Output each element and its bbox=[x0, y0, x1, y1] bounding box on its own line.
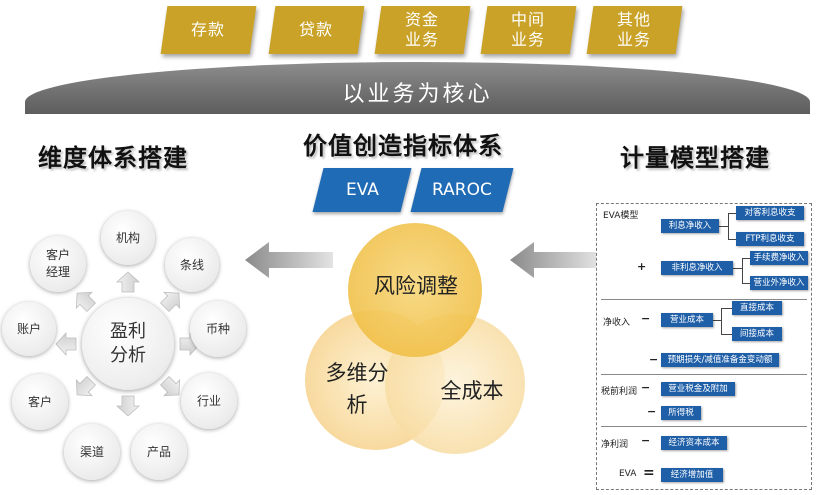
minus-sign-2: − bbox=[649, 353, 659, 366]
right-section-title: 计量模型搭建 bbox=[620, 143, 770, 172]
dimension-circle-channel: 渠道 bbox=[64, 424, 120, 480]
arrow-downleft-icon bbox=[75, 375, 97, 397]
minus-sign-3: − bbox=[641, 381, 651, 394]
eva-result-label: EVA bbox=[619, 469, 637, 479]
arrow-upleft-icon bbox=[75, 291, 97, 313]
venn-label-multidim: 多维分 析 bbox=[325, 361, 389, 417]
business-block-label: 贷款 bbox=[299, 20, 334, 39]
eva-model-label: EVA模型 bbox=[603, 211, 639, 221]
venn-diagram bbox=[305, 223, 525, 454]
left-arrow-icon bbox=[245, 242, 333, 278]
business-block-label: 中间 业务 bbox=[511, 10, 546, 49]
dimension-circle-currency: 币种 bbox=[190, 301, 246, 357]
pretax-profit-label: 税前利润 bbox=[601, 387, 638, 397]
business-block-funds: 资金 业务 bbox=[374, 6, 471, 54]
tag-eva-label: EVA bbox=[345, 180, 379, 200]
business-block-loan: 贷款 bbox=[268, 6, 365, 54]
dimension-circle-account-manager: 客户 经理 bbox=[30, 236, 86, 292]
expected-loss-box: 预期损失/减值准备金变动额 bbox=[661, 353, 779, 367]
dimension-circle-line: 条线 bbox=[165, 238, 219, 292]
operating-cost-box: 营业成本 bbox=[661, 313, 713, 327]
equals-sign: = bbox=[643, 465, 655, 481]
dimension-circle-industry: 行业 bbox=[181, 373, 237, 429]
business-block-label: 其他 业务 bbox=[617, 10, 652, 49]
dimension-circle-customer: 客户 bbox=[12, 374, 68, 430]
minus-sign-5: − bbox=[641, 434, 651, 447]
non-operating-income-box: 营业外净收入 bbox=[750, 276, 808, 290]
tax-surcharge-box: 营业税金及附加 bbox=[661, 382, 735, 396]
economic-value-added-box: 经济增加值 bbox=[661, 468, 723, 482]
income-tax-box: 所得税 bbox=[661, 406, 701, 420]
arrow-up-icon bbox=[115, 271, 141, 293]
dimension-circle-account: 账户 bbox=[2, 302, 56, 356]
dimension-circle-org: 机构 bbox=[101, 211, 155, 265]
net-income-label: 净收入 bbox=[603, 318, 631, 328]
arrow-upright-icon bbox=[159, 291, 181, 313]
net-profit-label: 净利润 bbox=[601, 440, 629, 450]
venn-label-risk: 风险调整 bbox=[374, 274, 458, 298]
core-band-text: 以业务为核心 bbox=[342, 82, 493, 107]
client-interest-box: 对客利息收支 bbox=[736, 206, 804, 220]
venn-label-fullcost: 全成本 bbox=[440, 379, 504, 403]
direct-cost-box: 直接成本 bbox=[732, 301, 782, 315]
non-interest-income-box: 非利息净收入 bbox=[661, 261, 733, 275]
tag-raroc: RAROC bbox=[410, 168, 514, 212]
fee-income-box: 手续费净收入 bbox=[750, 251, 808, 265]
business-block-intermediary: 中间 业务 bbox=[480, 6, 577, 54]
indirect-cost-box: 间接成本 bbox=[732, 327, 782, 341]
business-block-deposit: 存款 bbox=[160, 6, 257, 54]
economic-capital-cost-box: 经济资本成本 bbox=[661, 436, 727, 450]
plus-sign: + bbox=[637, 260, 647, 273]
core-band: 以业务为核心 bbox=[25, 62, 810, 114]
business-block-label: 存款 bbox=[191, 20, 226, 39]
arrow-downright-icon bbox=[159, 375, 181, 397]
net-interest-income-box: 利息净收入 bbox=[661, 219, 719, 233]
middle-section-title: 价值创造指标体系 bbox=[303, 131, 503, 160]
arrow-down-icon bbox=[115, 395, 141, 417]
tag-raroc-label: RAROC bbox=[432, 180, 492, 200]
left-section-title: 维度体系搭建 bbox=[38, 143, 188, 172]
minus-sign-4: − bbox=[647, 405, 657, 418]
profit-analysis-circle: 盈利 分析 bbox=[82, 298, 174, 390]
minus-sign-1: − bbox=[641, 312, 651, 325]
business-block-other: 其他 业务 bbox=[586, 6, 683, 54]
arrow-left-icon bbox=[55, 331, 77, 357]
venn-circle-risk bbox=[348, 223, 482, 357]
right-arrow-icon bbox=[510, 242, 598, 278]
tag-eva: EVA bbox=[312, 168, 412, 212]
ftp-interest-box: FTP利息收支 bbox=[736, 232, 804, 246]
eva-model-panel: EVA模型 利息净收入 对客利息收支 FTP利息收支 + 非利息净收入 手续费净… bbox=[596, 203, 812, 490]
business-block-label: 资金 业务 bbox=[405, 10, 440, 49]
dimension-circle-product: 产品 bbox=[131, 424, 187, 480]
